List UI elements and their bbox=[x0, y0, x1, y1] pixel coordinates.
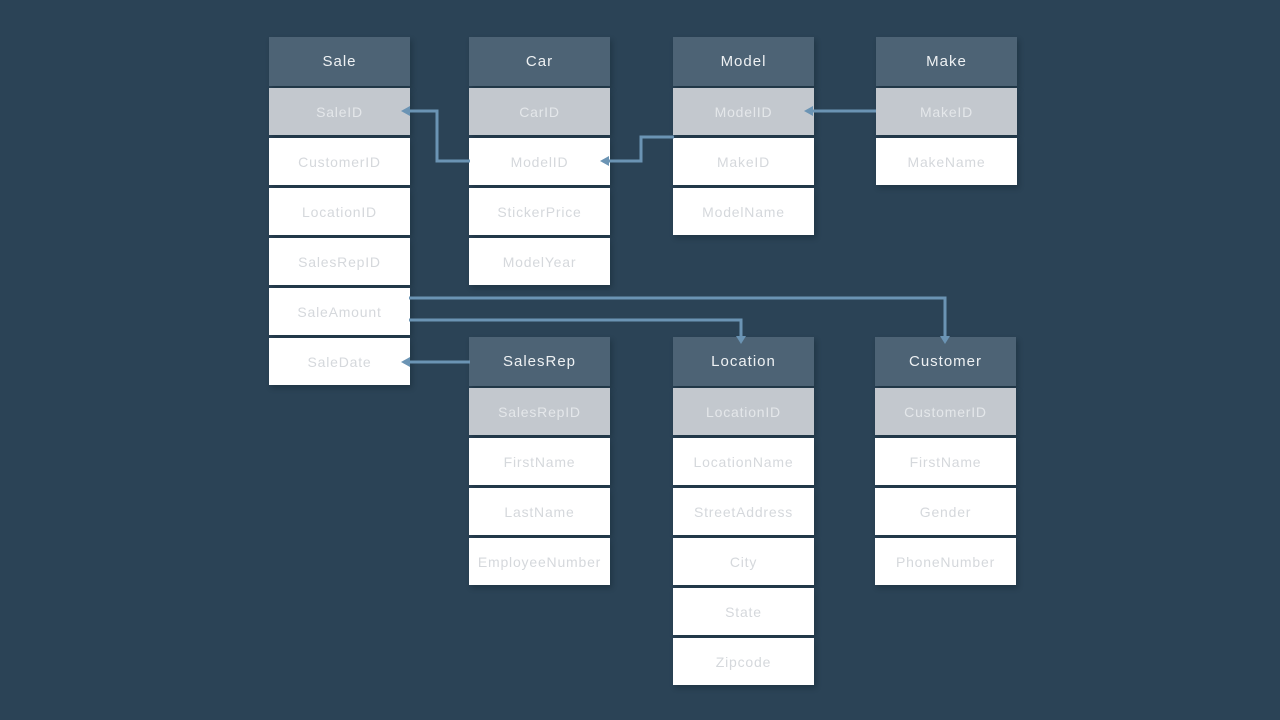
connector-car-model bbox=[608, 135, 674, 163]
field-location-zipcode: Zipcode bbox=[673, 638, 814, 685]
field-salesrep-lastname: LastName bbox=[469, 488, 610, 535]
field-make-makename: MakeName bbox=[876, 138, 1017, 185]
field-customer-customerid: CustomerID bbox=[875, 388, 1016, 435]
table-customer-header: Customer bbox=[875, 337, 1016, 386]
field-sale-saledate: SaleDate bbox=[269, 338, 410, 385]
table-make-header: Make bbox=[876, 37, 1017, 86]
connector-sale-car bbox=[409, 109, 470, 163]
field-customer-gender: Gender bbox=[875, 488, 1016, 535]
field-location-locationname: LocationName bbox=[673, 438, 814, 485]
table-salesrep-header: SalesRep bbox=[469, 337, 610, 386]
field-sale-locationid: LocationID bbox=[269, 188, 410, 235]
table-model-header: Model bbox=[673, 37, 814, 86]
table-car-header: Car bbox=[469, 37, 610, 86]
field-model-modelname: ModelName bbox=[673, 188, 814, 235]
field-car-modelid: ModelID bbox=[469, 138, 610, 185]
field-location-state: State bbox=[673, 588, 814, 635]
field-model-makeid: MakeID bbox=[673, 138, 814, 185]
field-customer-phonenumber: PhoneNumber bbox=[875, 538, 1016, 585]
field-location-locationid: LocationID bbox=[673, 388, 814, 435]
field-location-city: City bbox=[673, 538, 814, 585]
connector-sale-location bbox=[409, 318, 743, 338]
table-sale-header: Sale bbox=[269, 37, 410, 86]
field-sale-customerid: CustomerID bbox=[269, 138, 410, 185]
field-salesrep-salesrepid: SalesRepID bbox=[469, 388, 610, 435]
field-car-carid: CarID bbox=[469, 88, 610, 135]
field-model-modelid: ModelID bbox=[673, 88, 814, 135]
field-salesrep-firstname: FirstName bbox=[469, 438, 610, 485]
field-salesrep-employeenumber: EmployeeNumber bbox=[469, 538, 610, 585]
table-location-header: Location bbox=[673, 337, 814, 386]
field-car-modelyear: ModelYear bbox=[469, 238, 610, 285]
field-sale-saleid: SaleID bbox=[269, 88, 410, 135]
field-location-streetaddress: StreetAddress bbox=[673, 488, 814, 535]
field-sale-salesrepid: SalesRepID bbox=[269, 238, 410, 285]
connector-sale-customer bbox=[409, 296, 947, 338]
field-customer-firstname: FirstName bbox=[875, 438, 1016, 485]
field-make-makeid: MakeID bbox=[876, 88, 1017, 135]
field-car-stickerprice: StickerPrice bbox=[469, 188, 610, 235]
field-sale-saleamount: SaleAmount bbox=[269, 288, 410, 335]
